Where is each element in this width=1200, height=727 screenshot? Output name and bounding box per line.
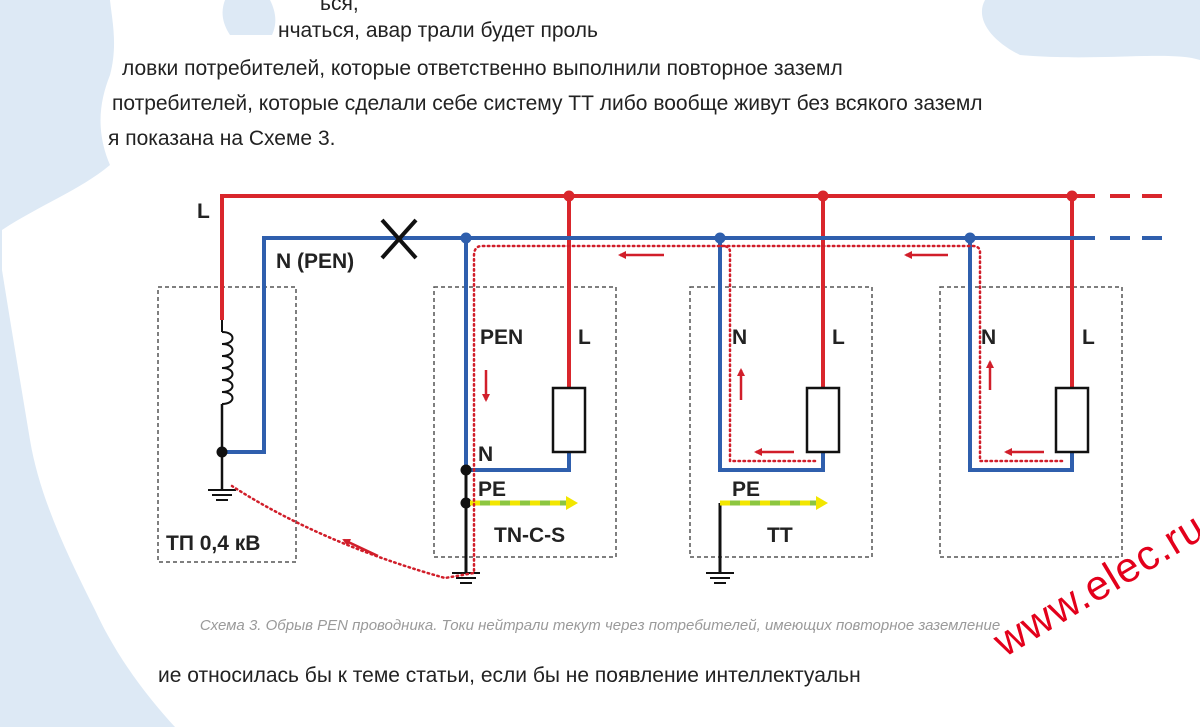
consumer-box-tt bbox=[689, 286, 873, 558]
phase-conductor bbox=[220, 190, 1162, 388]
consumer-system-label: TN-C-S bbox=[494, 524, 565, 547]
consumer-left-label: N bbox=[732, 326, 747, 349]
label-n-pen: N (PEN) bbox=[276, 250, 354, 273]
transformer-coil bbox=[208, 320, 236, 501]
consumer-right-label: L bbox=[832, 326, 845, 349]
consumer-right-label: L bbox=[1082, 326, 1095, 349]
article-text-line: ься, bbox=[320, 0, 359, 15]
substation-box bbox=[157, 286, 297, 563]
article-text-line: я показана на Схеме 3. bbox=[108, 127, 336, 150]
consumer-right-label: L bbox=[578, 326, 591, 349]
load-resistor bbox=[1054, 386, 1090, 454]
substation-label: ТП 0,4 кВ bbox=[166, 532, 260, 555]
figure-caption: Схема 3. Обрыв PEN проводника. Токи нейт… bbox=[199, 617, 1001, 634]
consumer-n-label: N bbox=[478, 443, 493, 466]
label-l: L bbox=[197, 200, 210, 223]
consumer-pe-label: PE bbox=[478, 478, 506, 501]
neutral-current-path bbox=[230, 244, 1064, 580]
article-text-line: потребителей, которые сделали себе систе… bbox=[112, 92, 983, 115]
consumer-tncs-wiring bbox=[452, 238, 587, 584]
consumer-system-label: TT bbox=[767, 524, 793, 547]
neutral-conductor bbox=[222, 232, 1162, 454]
consumer-pe-label: PE bbox=[732, 478, 760, 501]
consumer-3-wiring bbox=[968, 238, 1090, 472]
load-resistor bbox=[551, 386, 587, 454]
consumer-left-label: PEN bbox=[480, 326, 523, 349]
pen-break-mark bbox=[380, 218, 418, 260]
load-resistor bbox=[805, 386, 841, 454]
current-arrows bbox=[342, 251, 1044, 558]
consumer-box-3 bbox=[939, 286, 1123, 558]
consumer-left-label: N bbox=[981, 326, 996, 349]
article-text-line: ловки потребителей, которые ответственно… bbox=[122, 57, 843, 80]
article-text-line: ие относилась бы к теме статьи, если бы … bbox=[158, 664, 861, 687]
consumer-tt-wiring bbox=[706, 238, 841, 584]
article-text-line: нчаться, авар трали будет проль bbox=[278, 19, 598, 42]
consumer-box-tncs bbox=[433, 286, 617, 558]
